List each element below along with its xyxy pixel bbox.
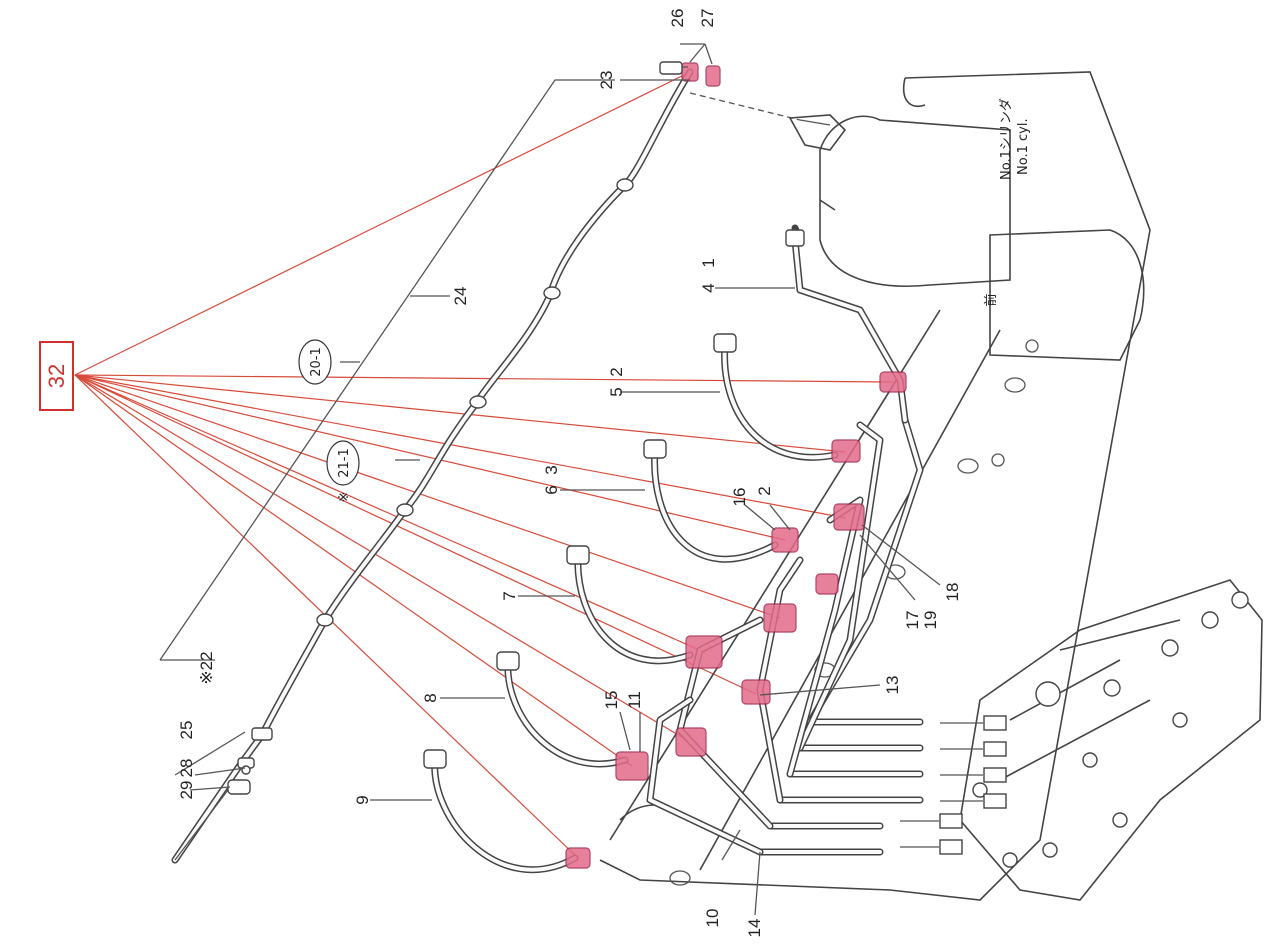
part-number: 2 [607,367,626,376]
part-number: 8 [421,693,440,702]
delivery-arrows [900,722,983,848]
part-number: 4 [699,283,718,292]
clamp [763,603,797,633]
part-number: 3 [542,465,561,474]
part-number: 23 [597,71,616,90]
part-number: 13 [883,676,902,695]
part-number: 16 [730,488,749,507]
cylinder-label: No.1シリンダ No.1 cyl. 前 [983,98,1031,306]
clamp [675,727,707,757]
part-number: 18 [943,583,962,602]
part-number: 6 [542,485,561,494]
part-number: ※22 [197,651,216,684]
part-number: 5 [607,387,626,396]
leak-off-pipes [423,224,839,874]
part-number: 1 [699,258,718,267]
callout-leaders [74,71,894,859]
cylinder-label-en: No.1 cyl. [1016,118,1031,175]
cylinder-label-jp: No.1シリンダ [999,98,1014,180]
callout-number: 32 [44,364,69,388]
part-number: 10 [703,909,722,928]
part-number: 29 [177,781,196,800]
part-leaders [370,79,941,916]
oval-labels: 20-1 21-1 ※ [298,339,360,503]
part-number-labels: 26 27 23 1 4 24 2 5 3 6 16 2 7 18 17 19 … [177,9,962,938]
clamp [833,503,865,531]
clamp [705,65,721,87]
nipple-assembly [174,731,251,861]
part-number: 17 [903,611,922,630]
part-number: 25 [177,721,196,740]
part-number: 2 [755,486,774,495]
bracket-lines [159,79,831,661]
clamp [831,439,861,463]
clamp [681,62,699,82]
oval-21-mark: ※ [337,492,352,503]
oval-21-1: 21-1 [337,448,352,478]
injection-pump [939,579,1263,901]
part-number: 15 [602,691,621,710]
callout-32: 32 [39,341,74,411]
clamp [815,573,839,595]
return-pipe [171,68,694,864]
clamp [685,635,723,669]
oval-20-1: 20-1 [309,347,324,377]
clamp [771,527,799,553]
clamp [741,679,771,705]
clamp [879,371,907,393]
part-number: 24 [451,287,470,306]
part-number: 28 [177,759,196,778]
part-number: 9 [353,795,372,804]
eye-bolt-assembly [659,43,847,211]
head-mark: 前 [983,293,999,306]
part-number: 7 [500,591,519,600]
clamp [565,847,591,869]
part-number: 27 [698,9,717,28]
part-number: 11 [625,691,644,709]
part-number: 14 [745,919,764,938]
part-number: 19 [921,611,940,630]
part-number: 26 [668,9,687,28]
clamp [615,751,649,781]
